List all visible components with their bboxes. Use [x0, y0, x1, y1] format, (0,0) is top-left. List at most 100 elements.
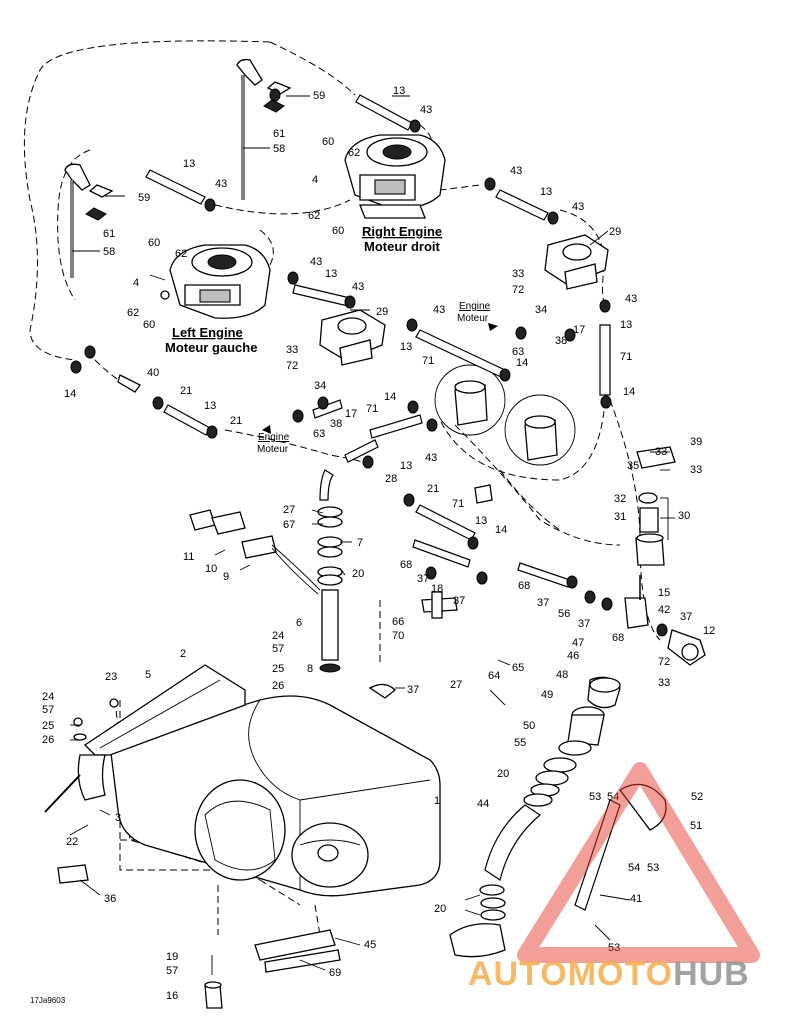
callout: 37: [407, 684, 419, 696]
callout: 54: [628, 862, 640, 874]
callout: 20: [434, 903, 446, 915]
callout: 9: [223, 571, 229, 583]
callout: 13: [620, 319, 632, 331]
callout: 43: [625, 293, 637, 305]
callout: 43: [572, 201, 584, 213]
callout: 43: [352, 281, 364, 293]
callout: 18: [431, 583, 443, 595]
callout: 34: [314, 380, 326, 392]
callout: 70: [392, 630, 404, 642]
callout: 60: [143, 319, 155, 331]
callout: 42: [658, 604, 670, 616]
callout: 53: [589, 791, 601, 803]
left-carburetor: [149, 244, 271, 319]
callout: 20: [497, 768, 509, 780]
callout: 25: [42, 720, 54, 732]
callout: 13: [475, 515, 487, 527]
callout: 14: [64, 388, 76, 400]
callout: 14: [516, 357, 528, 369]
callout: 71: [366, 403, 378, 415]
callout: 11: [183, 551, 194, 563]
choke-handles: [64, 58, 292, 278]
callout: 62: [308, 210, 320, 222]
callout: 54: [607, 791, 619, 803]
leader-lines: [69, 95, 675, 975]
callout: 61: [273, 128, 285, 140]
callout: 72: [658, 656, 670, 668]
right-engine-title: Right Engine: [362, 224, 442, 239]
fuel-pump-right: [544, 234, 609, 290]
left-engine-title: Left Engine: [172, 325, 243, 340]
callout: 1: [434, 795, 440, 807]
callout: 32: [614, 493, 626, 505]
callout: 15: [658, 587, 670, 599]
callout: 37: [680, 611, 692, 623]
callout: 33: [286, 344, 298, 356]
callout: 66: [392, 616, 404, 628]
callout: 29: [376, 306, 388, 318]
callout: 68: [400, 559, 412, 571]
callout: 27: [283, 504, 295, 516]
tank-strap: [73, 664, 246, 801]
callout: 46: [567, 650, 579, 662]
callout: 25: [272, 663, 284, 675]
callout: 21: [180, 385, 192, 397]
callout: 63: [313, 428, 325, 440]
callout: 17: [345, 408, 357, 420]
callout: 34: [535, 304, 547, 316]
callout: 67: [283, 519, 295, 531]
callout: 3: [115, 812, 121, 824]
callout: 30: [678, 510, 690, 522]
callout: 26: [272, 680, 284, 692]
callout: 58: [273, 143, 285, 155]
callout: 57: [166, 965, 178, 977]
right-carburetor: [344, 134, 446, 219]
callout: 41: [630, 893, 642, 905]
callout: 17: [573, 324, 585, 336]
callout: 62: [175, 248, 187, 260]
callout: 8: [307, 663, 313, 675]
callout: 29: [609, 226, 621, 238]
callout: 33: [690, 464, 702, 476]
callout: 71: [452, 498, 464, 510]
callout: 60: [322, 136, 334, 148]
callout: 60: [148, 237, 160, 249]
callout: 43: [425, 452, 437, 464]
callout: 24: [42, 691, 54, 703]
callout: 4: [133, 277, 139, 289]
callout: 2: [180, 648, 186, 660]
callout: 62: [348, 147, 360, 159]
callout: 63: [512, 346, 524, 358]
engine-label: Engine: [258, 432, 290, 443]
callout: 13: [204, 400, 216, 412]
callout: 44: [477, 798, 489, 810]
callout: 12: [703, 625, 715, 637]
callout: 37: [578, 618, 590, 630]
callout: 21: [427, 483, 439, 495]
callout: 26: [42, 734, 54, 746]
callout: 64: [488, 670, 500, 682]
callout: 65: [512, 662, 524, 674]
filler-neck: [479, 676, 621, 921]
callout: 22: [66, 836, 78, 848]
callout: 60: [332, 225, 344, 237]
callout: 69: [329, 967, 341, 979]
drawing-code: 17Ja9603: [30, 996, 66, 1005]
callout: 33: [512, 268, 524, 280]
callout: 57: [42, 704, 54, 716]
callout: 13: [540, 186, 552, 198]
callout: 53: [608, 942, 620, 954]
callout: 37: [537, 597, 549, 609]
callout: 31: [614, 511, 626, 523]
callout: 37: [453, 595, 465, 607]
callout: 39: [690, 436, 702, 448]
callout: 59: [313, 90, 325, 102]
callout: 4: [312, 174, 318, 186]
callout: 14: [623, 386, 635, 398]
callout: 24: [272, 630, 284, 642]
fuel-sender-column: [317, 506, 343, 673]
fuel-valve: [624, 575, 706, 666]
callout: 21: [230, 415, 242, 427]
callout: 16: [166, 990, 178, 1002]
callout: 61: [103, 228, 115, 240]
